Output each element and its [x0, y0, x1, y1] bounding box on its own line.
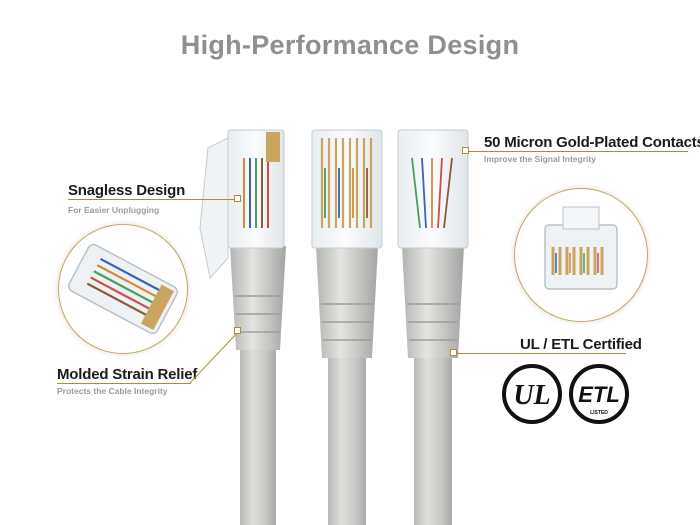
page-title: High-Performance Design [180, 30, 520, 60]
ul-logo-icon: UL [502, 364, 562, 424]
etl-listed-text: LISTED [590, 410, 608, 416]
gold-contacts-subtitle: Improve the Signal Integrity [484, 154, 596, 164]
strain-relief-subtitle: Protects the Cable Integrity [57, 386, 168, 396]
cable-illustration [199, 129, 469, 525]
etl-logo-text: ETL [578, 382, 620, 407]
gold-contacts-title: 50 Micron Gold-Plated Contacts [484, 134, 700, 151]
cable-side-view [199, 129, 286, 525]
snagless-subtitle: For Easier Unplugging [68, 205, 160, 215]
cable-back-view [397, 129, 469, 525]
ul-logo-text: UL [513, 380, 550, 411]
strain-relief-diagonal-line [190, 331, 239, 384]
certified-marker [450, 349, 457, 356]
plug-detail-circle [58, 224, 188, 354]
contacts-detail-circle [514, 188, 648, 322]
cable-front-view [311, 129, 383, 525]
strain-relief-title: Molded Strain Relief [57, 366, 198, 383]
snagless-title: Snagless Design [68, 182, 186, 199]
certified-title: UL / ETL Certified [520, 336, 642, 353]
etl-logo-icon: ETL LISTED [568, 364, 630, 424]
snagless-leader-line [68, 199, 236, 200]
strain-relief-marker [234, 327, 241, 334]
certified-leader-line [456, 353, 626, 354]
gold-contacts-marker [462, 147, 469, 154]
snagless-marker [234, 195, 241, 202]
gold-contacts-leader-line [468, 151, 688, 152]
strain-relief-leader-line [57, 383, 191, 384]
